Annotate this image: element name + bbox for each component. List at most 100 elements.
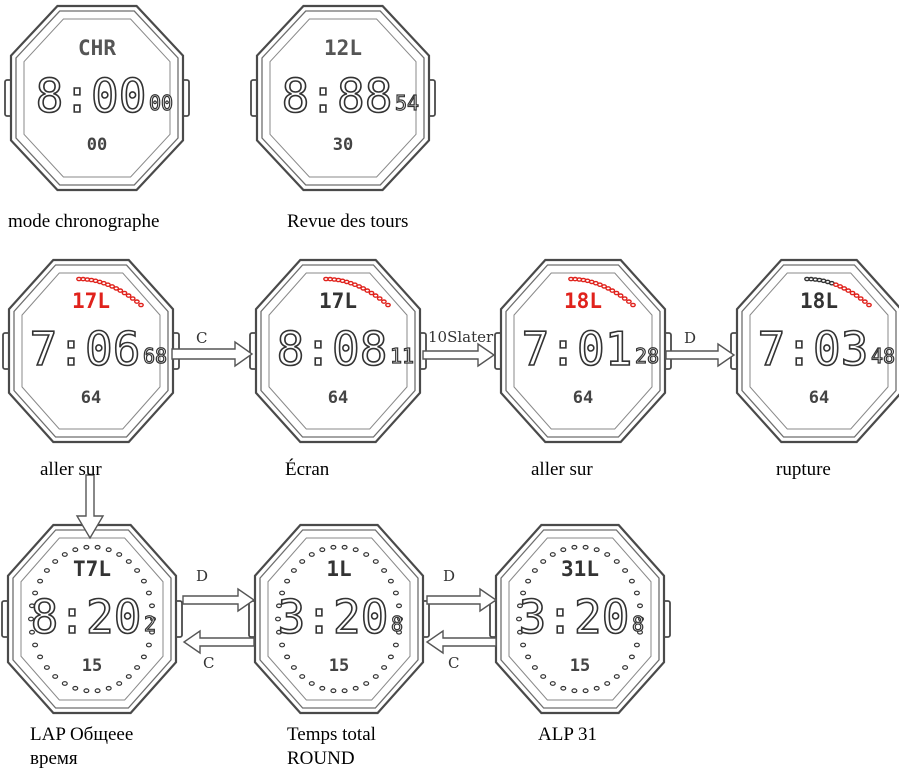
ring-dot	[593, 685, 600, 691]
watch-main-readout: 8:00	[36, 69, 147, 123]
watch-face	[267, 537, 411, 701]
arrow-d-right-2	[182, 587, 256, 613]
ring-dot	[308, 552, 315, 557]
ring-dot	[525, 654, 532, 660]
ring-dot	[145, 642, 152, 648]
caption-go-on-1: aller sur	[40, 459, 102, 480]
ring-dot	[125, 559, 132, 564]
ring-dot	[540, 559, 547, 564]
ring-dot	[149, 603, 156, 609]
watch-face	[268, 272, 408, 430]
watch-main-readout: 7:03	[758, 322, 869, 376]
arrows-layer: C 10Slater D D C D C	[75, 328, 736, 672]
ring-dot	[363, 681, 370, 686]
ring-dot	[72, 547, 79, 553]
ring-dot	[525, 578, 532, 584]
caption-total-time-line1: Temps total	[287, 724, 376, 745]
arrow-d-label-2: D	[196, 567, 208, 585]
watch-seconds-readout: 54	[395, 91, 419, 115]
watch-bottom-readout: 64	[81, 388, 101, 408]
ring-dot	[116, 552, 123, 557]
progress-dot	[853, 293, 860, 298]
caption-total-time-line2: ROUND	[287, 748, 355, 769]
ring-dot	[381, 568, 388, 573]
captions-layer: mode chronographe Revue des tours aller …	[8, 211, 831, 769]
ring-dot	[52, 559, 59, 564]
watch-bottom-readout: 64	[809, 388, 829, 408]
progress-dot	[621, 296, 628, 301]
ring-dot	[560, 547, 567, 553]
arrow-d-label-3: D	[443, 567, 455, 585]
watch-face	[23, 18, 171, 178]
arrow-c-label-3: C	[448, 654, 459, 672]
progress-dot	[372, 293, 379, 298]
ring-dot	[392, 642, 399, 648]
arrow-10slater-label: 10Slater	[428, 328, 494, 346]
watch-main-readout: 3:20	[519, 590, 630, 644]
ring-dot	[341, 544, 348, 550]
watch-face	[269, 18, 417, 178]
progress-dot	[133, 299, 140, 304]
ring-dot	[622, 665, 629, 670]
ring-dot	[571, 688, 578, 694]
arrow-c-label: C	[196, 329, 207, 347]
ring-dot	[397, 616, 404, 622]
progress-dot	[841, 286, 848, 291]
ring-dot	[140, 654, 147, 660]
ring-dot	[531, 665, 538, 670]
ring-dot	[29, 603, 36, 609]
ring-dot	[363, 552, 370, 557]
ring-dot	[290, 568, 297, 573]
ring-dot	[94, 688, 101, 694]
ring-dot	[582, 544, 589, 550]
caption-alp-31: ALP 31	[538, 724, 597, 745]
ring-dot	[37, 578, 44, 584]
ring-dot	[29, 629, 36, 635]
ring-dot	[352, 685, 359, 691]
ring-dot	[593, 547, 600, 553]
ring-dot	[515, 616, 522, 622]
ring-dot	[134, 568, 141, 573]
ring-dot	[43, 568, 50, 573]
progress-dot	[376, 296, 383, 301]
ring-dot	[341, 688, 348, 694]
ring-dot	[636, 603, 643, 609]
ring-dot	[396, 603, 403, 609]
watch-seconds-readout: 2	[144, 612, 156, 636]
ring-dot	[613, 559, 620, 564]
watch-seconds-readout: 8	[632, 612, 644, 636]
ring-dot	[61, 681, 68, 686]
ring-dot	[145, 590, 152, 596]
watch-face	[513, 272, 653, 430]
watch-top-readout: 1L	[326, 557, 351, 581]
progress-dot	[630, 302, 636, 308]
ring-dot	[582, 688, 589, 694]
watch-face	[749, 272, 889, 430]
watch-face	[20, 537, 164, 701]
ring-dot	[149, 629, 156, 635]
progress-dot	[617, 293, 624, 298]
watch-bottom-readout: 15	[329, 656, 349, 676]
watch-bottom-readout: 00	[87, 135, 107, 155]
caption-lap-total-line1: LAP Общеее	[30, 724, 133, 745]
watch-main-readout: 7:01	[522, 322, 633, 376]
watch-main-readout: 3:20	[278, 590, 389, 644]
ring-dot	[140, 578, 147, 584]
progress-dot	[368, 290, 375, 296]
progress-dot	[385, 302, 391, 308]
ring-dot	[134, 665, 141, 670]
progress-dot	[837, 284, 843, 289]
ring-dot	[279, 642, 286, 648]
arrow-c-left-2	[425, 629, 497, 655]
ring-dot	[531, 568, 538, 573]
ring-dot	[116, 681, 123, 686]
ring-dot	[83, 544, 90, 550]
ring-dot	[28, 616, 35, 622]
ring-dot	[604, 552, 611, 557]
